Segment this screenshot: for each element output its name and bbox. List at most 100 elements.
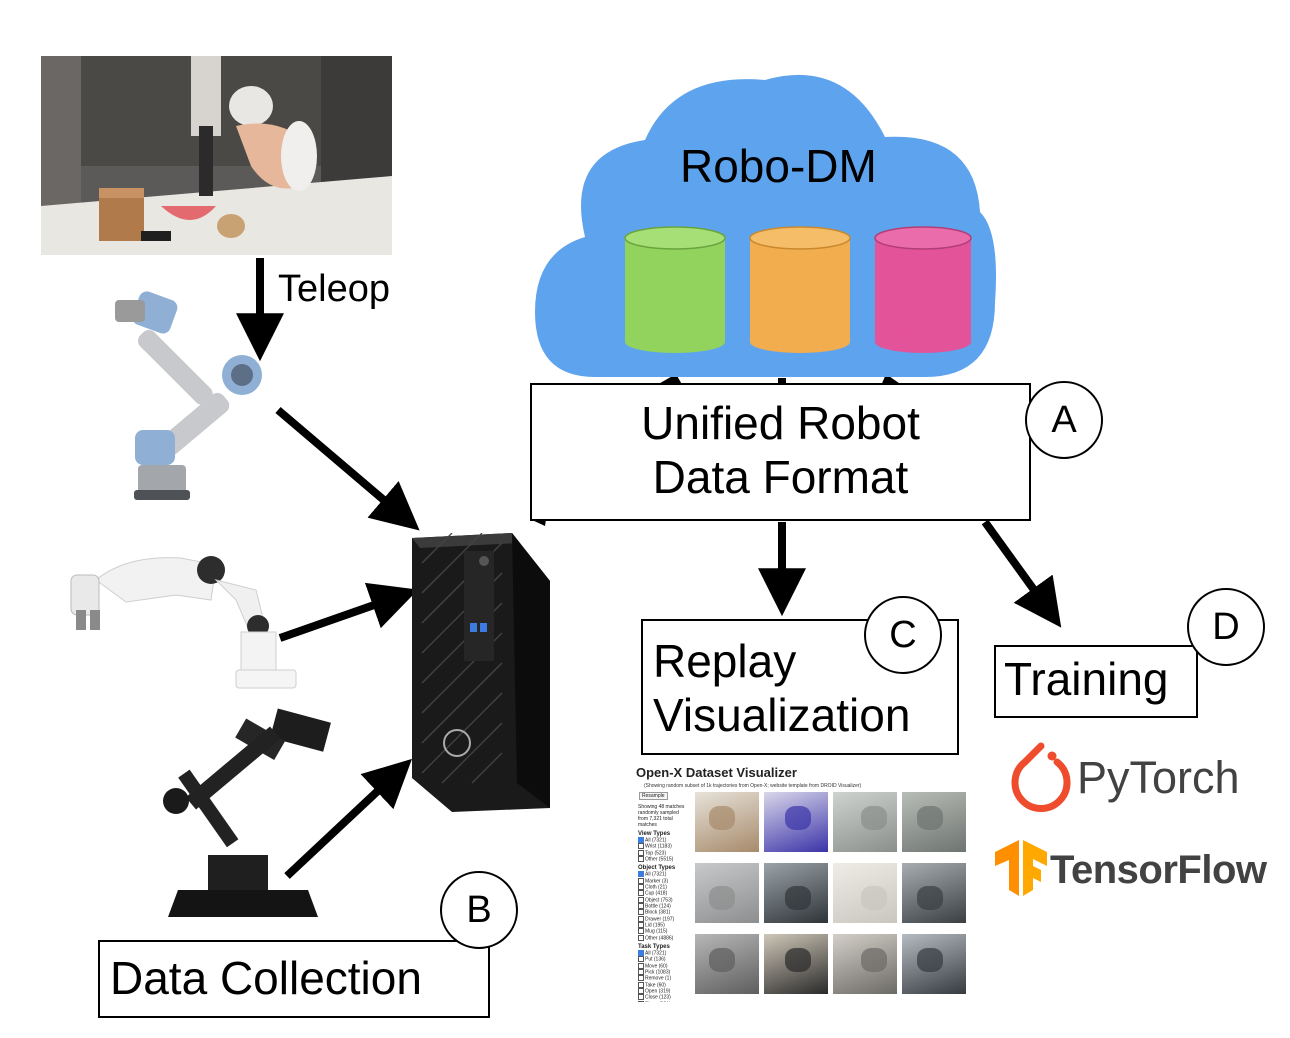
thumbnail-object xyxy=(917,948,943,972)
visualizer-filter-label: Open (319) xyxy=(645,988,671,995)
trajectory-thumbnail[interactable] xyxy=(833,934,897,994)
trajectory-thumbnail[interactable] xyxy=(764,863,828,923)
training-label: Training xyxy=(1004,653,1169,705)
visualizer-filter-option[interactable]: Put (136) xyxy=(638,956,698,963)
checkbox-icon[interactable] xyxy=(638,843,644,850)
unified-format-box: Unified Robot Data Format xyxy=(530,383,1031,521)
checkbox-icon[interactable] xyxy=(638,956,644,963)
visualizer-filter-option[interactable]: Pick (1083) xyxy=(638,968,698,975)
visualizer-filter-label: Marker (3) xyxy=(645,877,669,884)
visualizer-summary-line: randomly sampled xyxy=(638,810,679,816)
checkbox-icon[interactable] xyxy=(638,975,644,982)
visualizer-filter-option[interactable]: Other (5515) xyxy=(638,855,698,862)
checkbox-icon[interactable] xyxy=(638,909,644,916)
trajectory-thumbnail[interactable] xyxy=(833,792,897,852)
visualizer-filter-option[interactable]: Cup (418) xyxy=(638,890,698,897)
checkbox-icon[interactable] xyxy=(638,1000,644,1002)
thumbnail-object xyxy=(917,886,943,910)
format-line-2: Data Format xyxy=(652,451,909,503)
checkbox-icon[interactable] xyxy=(638,896,644,903)
checkbox-icon[interactable] xyxy=(638,928,644,935)
visualizer-filter-label: Block (381) xyxy=(645,909,671,916)
checkbox-icon[interactable] xyxy=(638,981,644,988)
visualizer-filter-label: Top (523) xyxy=(645,849,667,856)
trajectory-thumbnail[interactable] xyxy=(695,792,759,852)
checkbox-icon[interactable] xyxy=(638,902,644,909)
visualizer-filter-label: Object (753) xyxy=(645,896,673,903)
visualizer-filter-option[interactable]: Drawer (197) xyxy=(638,915,698,922)
visualizer-filter-option[interactable]: Wrist (1183) xyxy=(638,843,698,850)
visualizer-filter-option[interactable]: Object (753) xyxy=(638,896,698,903)
visualizer-filter-label: Drawer (197) xyxy=(645,915,675,922)
replay-line-2: Visualization xyxy=(653,689,911,741)
visualizer-filter-option[interactable]: Remove (1) xyxy=(638,975,698,982)
checkbox-icon[interactable] xyxy=(638,871,644,878)
trajectory-thumbnail[interactable] xyxy=(902,792,966,852)
visualizer-title: Open-X Dataset Visualizer xyxy=(636,765,797,780)
visualizer-filter-label: Mug (115) xyxy=(645,928,668,935)
visualizer-filter-option[interactable]: Lid (195) xyxy=(638,921,698,928)
visualizer-filter-option[interactable]: Block (381) xyxy=(638,909,698,916)
visualizer-filter-label: Bottle (124) xyxy=(645,903,671,910)
visualizer-filter-option[interactable]: All (7321) xyxy=(638,837,698,843)
visualizer-filter-option[interactable]: Marker (3) xyxy=(638,877,698,884)
checkbox-icon[interactable] xyxy=(638,890,644,897)
visualizer-filter-option[interactable]: Bottle (124) xyxy=(638,902,698,910)
visualizer-filter-option[interactable]: All (7321) xyxy=(638,871,698,878)
visualizer-filter-option[interactable]: Open (319) xyxy=(638,987,698,995)
checkbox-icon[interactable] xyxy=(638,915,644,922)
trajectory-thumbnail[interactable] xyxy=(902,863,966,923)
format-to-training-arrow xyxy=(981,519,1062,628)
franka-to-pc-arrow xyxy=(278,582,419,642)
tensorflow-icon xyxy=(995,840,1047,896)
franka-robot-arm-image xyxy=(70,556,297,689)
checkbox-icon[interactable] xyxy=(638,934,644,941)
visualizer-filter-option[interactable]: Top (523) xyxy=(638,849,698,856)
visualizer-filter-option[interactable]: Take (60) xyxy=(638,981,698,988)
tensorflow-label: TensorFlow xyxy=(1050,848,1267,892)
visualizer-filter-option[interactable]: Close (123) xyxy=(638,994,698,1001)
trajectory-thumbnail[interactable] xyxy=(764,792,828,852)
data-collection-box: Data Collection xyxy=(98,940,490,1018)
badge-c: C xyxy=(864,596,942,674)
training-box: Training xyxy=(994,645,1198,718)
trajectory-thumbnail[interactable] xyxy=(902,934,966,994)
format-line-1: Unified Robot xyxy=(641,397,920,449)
visualizer-filter-label: Other (4886) xyxy=(645,934,674,941)
visualizer-filter-option[interactable]: All (7321) xyxy=(638,949,698,956)
checkbox-icon[interactable] xyxy=(638,994,644,1001)
visualizer-filter-option[interactable]: Move (60) xyxy=(638,962,698,969)
trajectory-thumbnail[interactable] xyxy=(833,863,897,923)
trajectory-thumbnail[interactable] xyxy=(695,863,759,923)
checkbox-icon[interactable] xyxy=(638,877,644,884)
visualizer-filter-option[interactable]: Mug (115) xyxy=(638,928,698,935)
checkbox-icon[interactable] xyxy=(638,987,644,994)
checkbox-icon[interactable] xyxy=(638,962,644,969)
trajectory-thumbnail[interactable] xyxy=(764,934,828,994)
teleop-photo xyxy=(41,56,392,255)
database-cylinder-orange xyxy=(749,226,851,353)
thumbnail-object xyxy=(709,886,735,910)
resample-button[interactable]: Resample xyxy=(639,792,668,800)
trajectory-thumbnail[interactable] xyxy=(695,934,759,994)
visualizer-summary-line: from 7,321 total xyxy=(638,816,673,822)
visualizer-filter-option[interactable]: Place (301) xyxy=(638,1000,698,1002)
visualizer-summary-line: Showing 48 matches xyxy=(638,804,685,810)
teleop-label: Teleop xyxy=(278,268,390,310)
thumbnail-object xyxy=(709,806,735,830)
pytorch-flame-icon xyxy=(1011,742,1071,812)
thumbnail-object xyxy=(917,806,943,830)
visualizer-filter-option[interactable]: Cloth (21) xyxy=(638,883,698,890)
checkbox-icon[interactable] xyxy=(638,949,644,956)
visualizer-filter-option[interactable]: Other (4886) xyxy=(638,934,698,941)
visualizer-thumbnail-grid xyxy=(695,792,970,1002)
visualizer-filter-label: Close (123) xyxy=(645,994,671,1001)
checkbox-icon[interactable] xyxy=(638,855,644,862)
checkbox-icon[interactable] xyxy=(638,921,644,928)
checkbox-icon[interactable] xyxy=(638,968,644,975)
thumbnail-object xyxy=(709,948,735,972)
checkbox-icon[interactable] xyxy=(638,849,644,856)
checkbox-icon[interactable] xyxy=(638,837,644,843)
checkbox-icon[interactable] xyxy=(638,883,644,890)
